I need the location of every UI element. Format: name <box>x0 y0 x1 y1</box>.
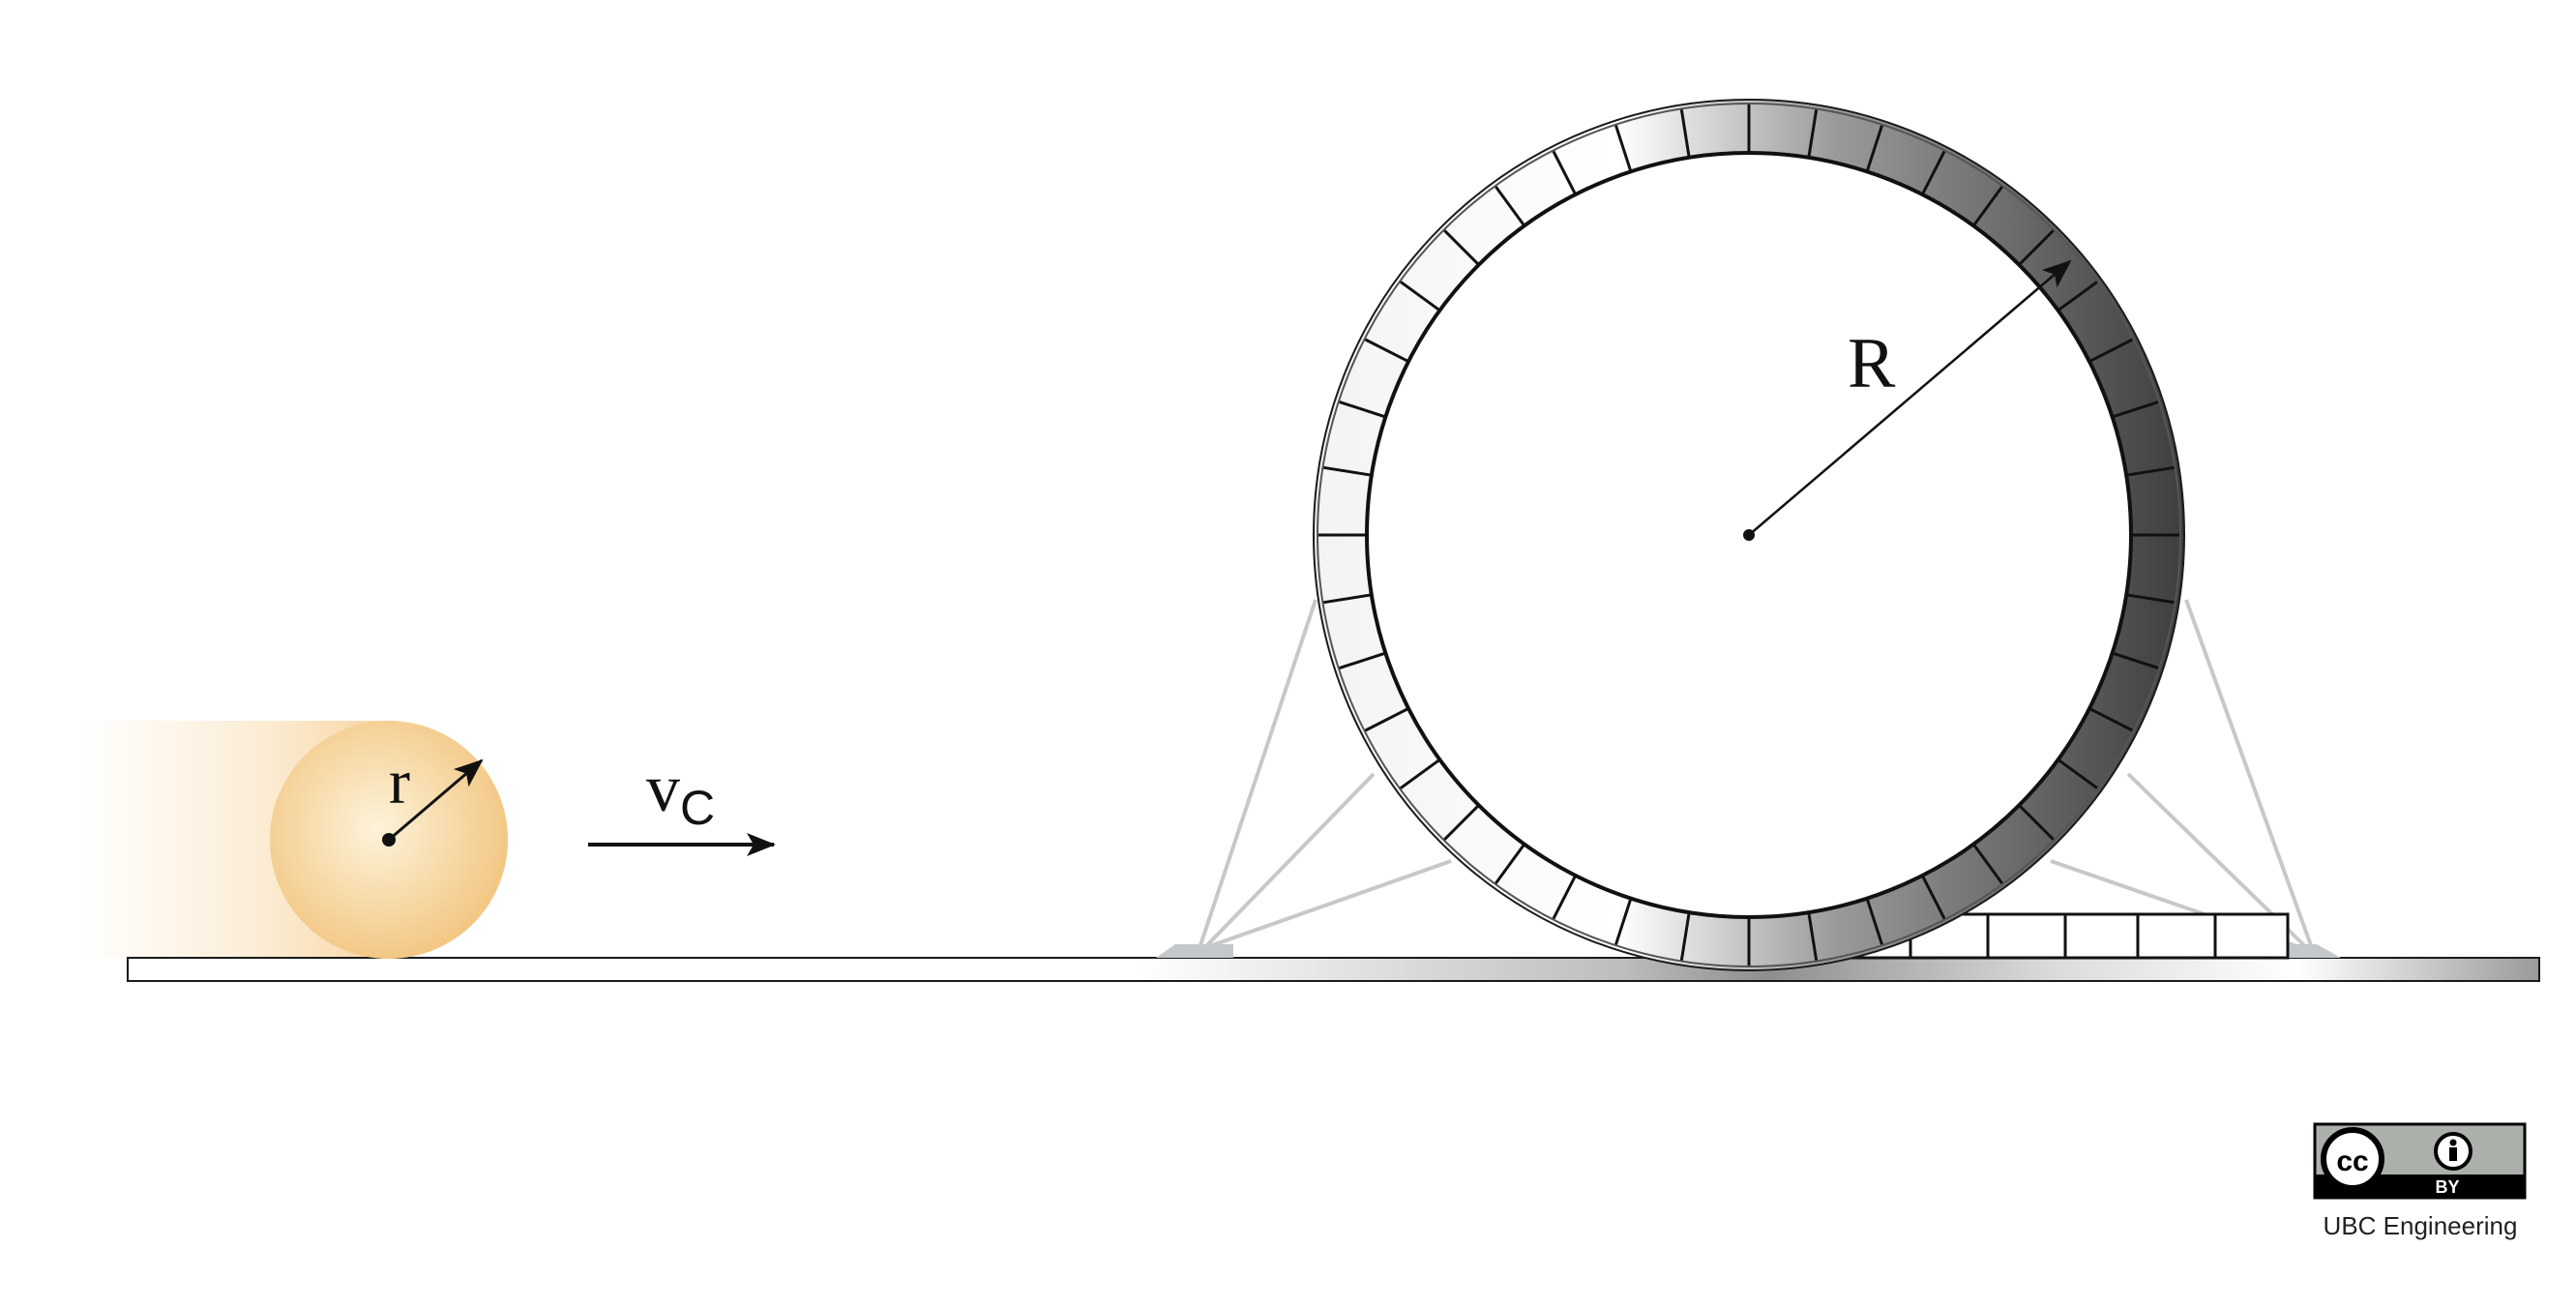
cc-badge-text: cc <box>2336 1145 2368 1177</box>
loop-track-tie <box>1614 898 1633 946</box>
license-badge: cc BY <box>2313 1122 2527 1200</box>
loop-track-tie <box>1442 804 1480 842</box>
loop-track-tie <box>1865 124 1884 172</box>
loop-inner-edge <box>1365 151 2133 919</box>
loop-track-tie <box>2112 400 2160 419</box>
loop-supports <box>1198 599 2314 950</box>
loop-track-tie <box>1807 108 1819 159</box>
loop-track-tie <box>1494 185 1526 227</box>
loop-track-tie <box>1614 124 1633 172</box>
loop-track-tie <box>1338 651 1386 670</box>
loop-outer-edge <box>1317 103 2181 967</box>
loop-track-tie <box>1865 898 1884 946</box>
loop-track-tie <box>2112 651 2160 670</box>
loop-track-tie <box>1679 108 1691 159</box>
loop-track-tie <box>1971 843 2004 885</box>
loop-track-tie <box>1363 706 1409 732</box>
loop-track-tie <box>1494 843 1526 885</box>
attribution-person-icon <box>2434 1132 2472 1171</box>
loop-track-tie <box>2018 804 2056 842</box>
loop-center-point <box>1743 529 1755 541</box>
loop-track-tie <box>2088 338 2135 364</box>
loop-track-ties <box>1318 104 2180 966</box>
loop-track-tie <box>2018 228 2056 266</box>
creative-commons-icon: cc <box>2321 1127 2384 1191</box>
loop-track-tie <box>1322 593 1373 605</box>
loop-track-tie <box>1920 875 1946 921</box>
loop-radius-label: R <box>1848 324 1896 403</box>
ball-center-point <box>382 833 396 847</box>
loop-track-tie <box>2125 465 2176 477</box>
loop-track-tie <box>1363 338 1409 364</box>
loop-track-tie <box>1920 149 1946 195</box>
credit-text: UBC Engineering <box>2324 1211 2518 1240</box>
loop-track-tie <box>1442 228 1480 266</box>
loop-track-tie <box>1807 911 1819 962</box>
loop-track-tie <box>1322 465 1373 477</box>
loop-track-tie <box>2088 706 2135 732</box>
velocity-subscript-label: C <box>680 781 715 835</box>
velocity-label: vC <box>646 752 715 835</box>
loop-track-tie <box>2057 758 2099 790</box>
velocity-main-label: v <box>646 752 680 826</box>
ground-track <box>127 957 2540 982</box>
loop-radius-arrow <box>1748 259 2072 536</box>
loop-track-tie <box>1679 911 1691 962</box>
loop-track-tie <box>1552 875 1578 921</box>
loop-track-tie <box>1399 758 1441 790</box>
by-badge-text: BY <box>2435 1177 2459 1197</box>
loop-track-tie <box>1552 149 1578 195</box>
ball-radius-label: r <box>389 747 410 818</box>
loop-track-tie <box>1399 280 1441 312</box>
loop-track-tie <box>1971 185 2004 227</box>
ball-radius-arrow <box>388 758 484 842</box>
loop-track-tie <box>2057 280 2099 312</box>
loop-track-tie <box>1338 400 1386 419</box>
loop-track-tie <box>2125 593 2176 605</box>
